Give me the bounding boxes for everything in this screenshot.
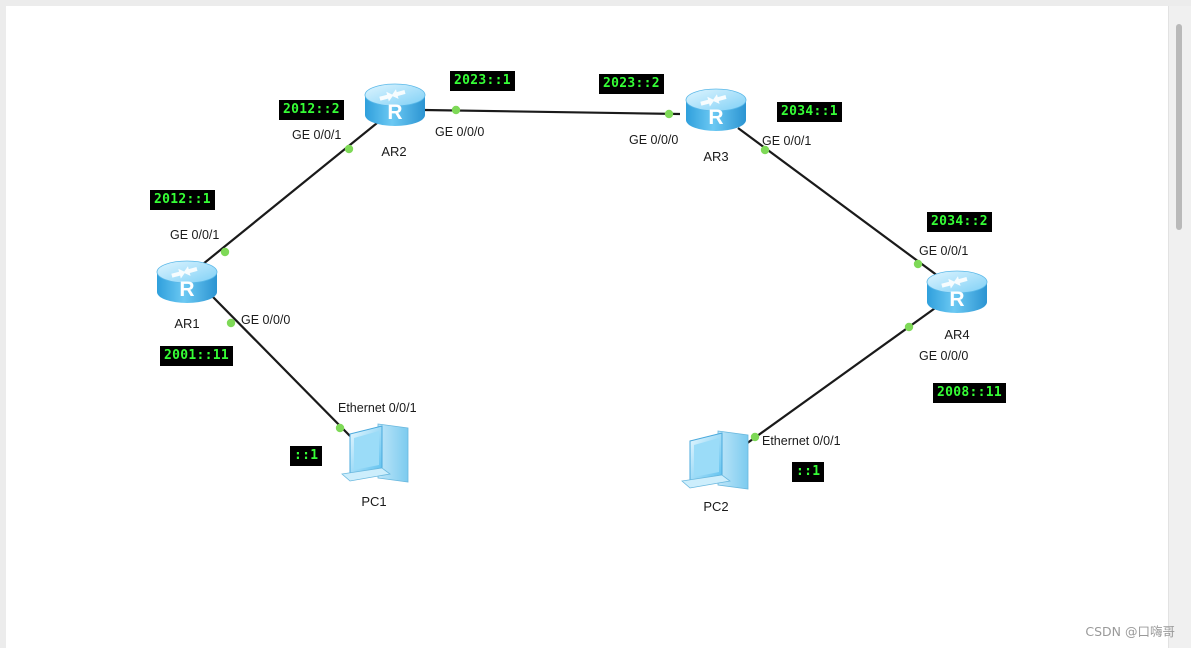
pc-icon — [681, 430, 749, 490]
pc-pc1[interactable]: PC1 — [341, 423, 409, 509]
router-icon — [156, 260, 218, 304]
link-ar2-ar3 — [423, 108, 681, 116]
window-left-border — [0, 0, 6, 648]
address-label-pc2[interactable]: ::1 — [792, 462, 825, 482]
port-dot — [913, 259, 923, 269]
vertical-scrollbar[interactable] — [1168, 6, 1191, 648]
address-label-ar1-bottom[interactable]: 2001::11 — [160, 346, 234, 366]
port-dot — [344, 144, 354, 154]
device-label-pc1: PC1 — [361, 494, 386, 509]
router-ar3[interactable]: AR3 — [685, 88, 747, 164]
port-dot — [220, 247, 230, 257]
router-icon — [364, 83, 426, 127]
port-label-ar3-ge000: GE 0/0/0 — [629, 133, 678, 147]
device-label-ar3: AR3 — [703, 149, 728, 164]
port-label-ar1-ge000: GE 0/0/0 — [241, 313, 290, 327]
address-label-ar2-right[interactable]: 2023::1 — [450, 71, 515, 91]
address-label-ar2-left[interactable]: 2012::2 — [279, 100, 344, 120]
port-label-ar4-ge001: GE 0/0/1 — [919, 244, 968, 258]
address-label-ar3-left[interactable]: 2023::2 — [599, 74, 664, 94]
port-label-pc1-ethernet: Ethernet 0/0/1 — [338, 401, 417, 415]
port-label-pc2-ethernet: Ethernet 0/0/1 — [762, 434, 841, 448]
port-dot — [451, 105, 461, 115]
router-ar4[interactable]: AR4 — [926, 270, 988, 342]
port-label-ar1-ge001: GE 0/0/1 — [170, 228, 219, 242]
address-label-ar1-top[interactable]: 2012::1 — [150, 190, 215, 210]
port-label-ar4-ge000: GE 0/0/0 — [919, 349, 968, 363]
router-ar2[interactable]: AR2 — [364, 83, 426, 159]
address-label-ar3-right[interactable]: 2034::1 — [777, 102, 842, 122]
port-dot — [664, 109, 674, 119]
port-label-ar3-ge001: GE 0/0/1 — [762, 134, 811, 148]
address-label-ar4-top[interactable]: 2034::2 — [927, 212, 992, 232]
window-top-border — [0, 0, 1191, 6]
address-label-pc1[interactable]: ::1 — [290, 446, 323, 466]
router-ar1[interactable]: AR1 — [156, 260, 218, 331]
device-label-ar2: AR2 — [381, 144, 406, 159]
device-label-ar1: AR1 — [174, 316, 199, 331]
router-icon — [926, 270, 988, 314]
address-label-ar4-bottom[interactable]: 2008::11 — [933, 383, 1007, 403]
pc-pc2[interactable]: PC2 — [681, 430, 749, 514]
port-label-ar2-ge000: GE 0/0/0 — [435, 125, 484, 139]
router-icon — [685, 88, 747, 132]
port-dot — [760, 145, 770, 155]
port-dot — [904, 322, 914, 332]
link-ar1-pc1 — [211, 295, 351, 437]
device-label-pc2: PC2 — [703, 499, 728, 514]
port-dot — [750, 432, 760, 442]
watermark: CSDN @口嗨哥 — [1085, 624, 1175, 639]
link-ar3-ar4 — [737, 127, 939, 277]
scrollbar-thumb[interactable] — [1176, 24, 1182, 230]
link-ar1-ar2 — [186, 118, 383, 278]
port-label-ar2-ge001: GE 0/0/1 — [292, 128, 341, 142]
pc-icon — [341, 423, 409, 483]
port-dot — [226, 318, 236, 328]
port-dot — [335, 423, 345, 433]
device-label-ar4: AR4 — [944, 327, 969, 342]
